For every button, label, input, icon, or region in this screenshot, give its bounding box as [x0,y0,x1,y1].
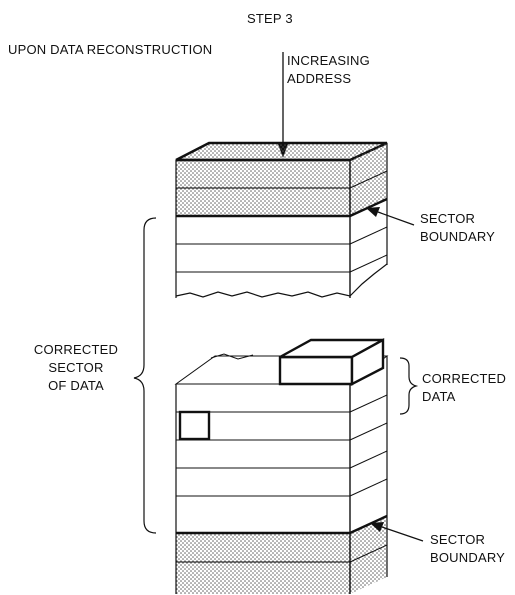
sector-boundary-bottom-label: SECTOR BOUNDARY [430,531,505,567]
increasing-address-line-2: ADDRESS [287,71,352,86]
lower-block-bottom-stipple [176,533,350,594]
upper-sector-block [175,141,388,298]
sector-boundary-bottom-line-2: BOUNDARY [430,550,506,565]
corrected-sector-brace [133,217,157,534]
sector-boundary-top-arrow [366,207,415,226]
lower-block-side-stipple [350,516,387,594]
lower-sector-block [174,353,389,594]
corrected-sector-line-1: CORRECTED [33,342,119,357]
corrected-sector-label: CORRECTED SECTOR OF DATA [20,341,132,395]
sector-boundary-top-line-1: SECTOR [420,211,476,226]
corrected-sector-line-3: OF DATA [48,378,104,393]
sector-boundary-bottom-arrow [370,522,424,542]
corrected-data-brace [399,357,419,415]
increasing-address-line-1: INCREASING [287,53,370,68]
corrected-data-box [278,337,385,386]
lower-torn-edge [210,353,254,360]
sector-boundary-top-label: SECTOR BOUNDARY [420,210,495,246]
sector-boundary-bottom-line-1: SECTOR [430,532,486,547]
corrected-data-line-2: DATA [422,389,456,404]
page-title: STEP 3 [247,11,293,26]
increasing-address-label: INCREASING ADDRESS [287,52,370,88]
diagram-subtitle: UPON DATA RECONSTRUCTION [8,42,213,57]
corrected-sector-line-2: SECTOR [48,360,104,375]
upper-block-top-face [175,141,388,162]
upper-torn-edge [175,263,388,298]
sector-boundary-top-line-2: BOUNDARY [420,229,496,244]
corrected-data-label: CORRECTED DATA [422,370,506,406]
corrected-data-line-1: CORRECTED [422,371,507,386]
corrected-data-small-box [178,410,211,441]
